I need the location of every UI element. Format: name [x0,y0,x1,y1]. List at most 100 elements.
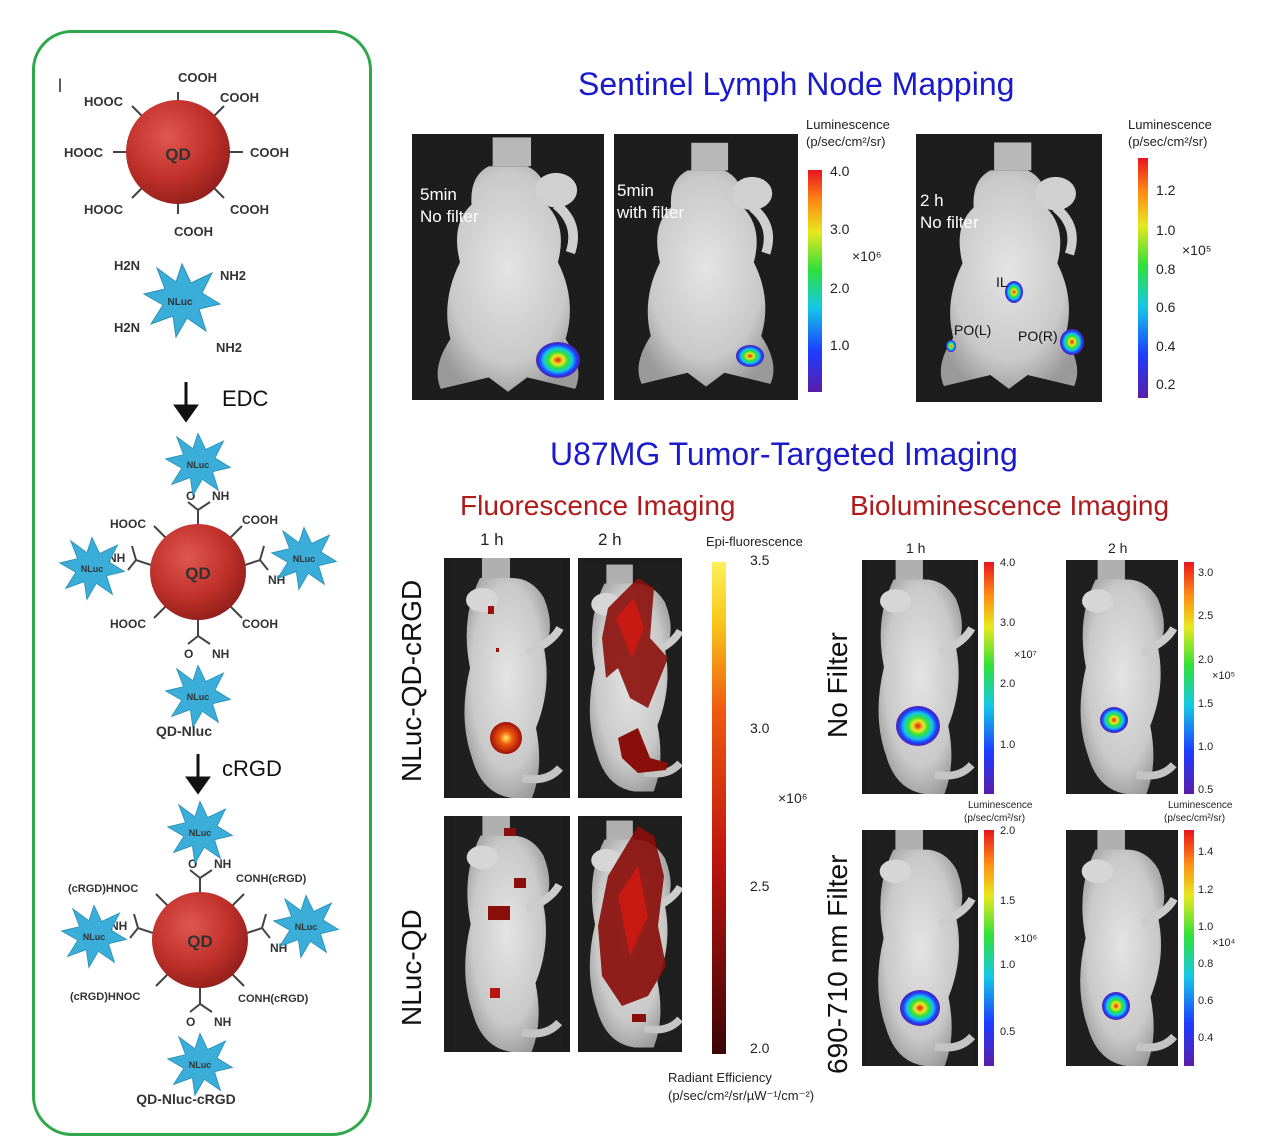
epi-scale-bar [712,562,726,1054]
bl2-multiplier: ×10⁵ [1212,670,1236,682]
bioluminescence-title: Bioluminescence Imaging [850,490,1170,521]
bl3-tick: 0.5 [1000,1026,1016,1038]
svg-text:NH: NH [214,857,231,871]
bl4-tick: 0.8 [1198,958,1214,970]
qd-cooh-structure: QD COOH COOH HOOC HOOC COOH HOOC COOH CO… [64,70,289,239]
bl2-tick: 1.0 [1198,741,1214,753]
bl4-scale-bar [1184,830,1194,1066]
fluor-time-1h: 1 h [480,530,504,549]
svg-text:COOH: COOH [174,224,213,239]
bl3-multiplier: ×10⁶ [1014,933,1038,945]
bl1-tick: 4.0 [1000,557,1016,569]
svg-text:HOOC: HOOC [110,617,146,631]
bl4-tick: 1.4 [1198,846,1214,858]
qd-label-1: QD [165,145,191,164]
bl4-tick: 0.6 [1198,995,1214,1007]
svg-text:HOOC: HOOC [84,202,124,217]
synthesis-scheme-panel [32,30,372,1136]
scale2-tick: 0.4 [1156,338,1176,354]
epi-tick: 3.0 [750,720,770,736]
edc-label: EDC [222,386,269,411]
svg-text:CONH(cRGD): CONH(cRGD) [238,993,309,1005]
svg-text:O: O [186,489,195,503]
product1-label: QD-Nluc [156,723,212,739]
svg-text:HOOC: HOOC [64,145,104,160]
bl3-tick: 1.5 [1000,895,1016,907]
bl4-lum-units: (p/sec/cm²/sr) [1164,813,1226,824]
node-por-label: PO(R) [1018,328,1058,344]
scale2-tick: 0.2 [1156,376,1176,392]
scale1-tick: 4.0 [830,163,850,179]
svg-text:COOH: COOH [242,617,278,631]
fluor-nonspecific-1h [444,816,570,1052]
product2-label: QD-Nluc-cRGD [136,1091,236,1107]
fluor-time-2h: 2 h [598,530,622,549]
epi-tick: 2.0 [750,1040,770,1056]
svg-text:COOH: COOH [220,90,259,105]
svg-text:NH: NH [214,1015,231,1029]
qd-nluc-crgd-structure: QD O NH NH NH O NH (cRGD)HNOC CONH(cRGD)… [61,800,339,1096]
svg-text:O: O [184,647,193,661]
bl-time-2h: 2 h [1108,540,1128,556]
bl2-tick: 2.5 [1198,610,1214,622]
svg-text:NLuc: NLuc [187,460,210,470]
fluor-crgd-1h [444,558,570,798]
svg-text:O: O [186,1015,195,1029]
svg-text:COOH: COOH [250,145,289,160]
bl-filter-2h [1066,830,1178,1066]
synthesis-scheme-drawing: QD COOH COOH HOOC HOOC COOH HOOC COOH CO… [59,70,339,1107]
bl1-multiplier: ×10⁷ [1014,649,1037,661]
scale2-tick: 1.0 [1156,222,1176,238]
svg-text:NLuc: NLuc [187,692,210,702]
scale1-tick: 1.0 [830,337,850,353]
sentinel-image-5min-filter [614,134,798,400]
bl4-tick: 1.0 [1198,921,1214,933]
bl-time-1h: 1 h [906,540,926,556]
svg-text:H2N: H2N [114,258,140,273]
bl-nofilter-2h [1066,560,1178,794]
radiant-units: (p/sec/cm²/sr/µW⁻¹/cm⁻²) [668,1088,815,1103]
bl2-scale-bar [1184,562,1194,794]
scale1-tick: 2.0 [830,280,850,296]
svg-text:NLuc: NLuc [295,922,318,932]
crgd-label: cRGD [222,756,282,781]
svg-text:NLuc: NLuc [189,1060,212,1070]
nofilter-label: No Filter [822,632,853,738]
scale2-tick: 0.6 [1156,299,1176,315]
row1-label: NLuc-QD-cRGD [396,579,427,782]
bl1-scale-bar [984,562,994,794]
scale2-tick: 0.8 [1156,261,1176,277]
svg-text:COOH: COOH [242,513,278,527]
svg-text:(cRGD)HNOC: (cRGD)HNOC [68,883,138,895]
svg-text:CONH(cRGD): CONH(cRGD) [236,873,307,885]
bl4-multiplier: ×10⁴ [1212,937,1236,949]
bl-filter-1h [862,830,978,1066]
fluor-nonspecific-2h [578,816,682,1052]
bl1-tick: 3.0 [1000,617,1016,629]
filter-label: 690-710 nm Filter [822,854,853,1074]
bl3-scale-bar [984,830,994,1066]
svg-text:NLuc: NLuc [168,297,193,308]
bl3-tick: 2.0 [1000,825,1016,837]
svg-text:COOH: COOH [230,202,269,217]
epi-title: Epi-fluorescence [706,534,803,549]
svg-text:QD: QD [185,564,211,583]
qd-nluc-structure: QD O NH NH NH O NH HOOC COOH HOOC COOH N… [59,432,337,728]
scale1-tick: 3.0 [830,221,850,237]
epi-tick: 2.5 [750,878,770,894]
bl1-tick: 1.0 [1000,739,1016,751]
crgd-arrow [185,754,211,795]
sentinel-scale1-title: Luminescence (p/sec/cm²/sr) [806,117,890,149]
sentinel-label-2: 5min with filter [617,181,685,222]
svg-text:NLuc: NLuc [81,564,104,574]
bl4-tick: 1.2 [1198,884,1214,896]
svg-text:H2N: H2N [114,320,140,335]
svg-text:HOOC: HOOC [84,94,124,109]
svg-text:NLuc: NLuc [189,828,212,838]
sentinel-image-5min-nofilter [412,134,604,400]
bl2-tick: 1.5 [1198,698,1214,710]
epi-multiplier: ×10⁶ [778,790,808,806]
svg-text:NH2: NH2 [216,340,242,355]
nluc-amine-structure: NLuc H2N NH2 H2N NH2 [114,258,246,355]
sentinel-scale1-bar [808,170,822,392]
